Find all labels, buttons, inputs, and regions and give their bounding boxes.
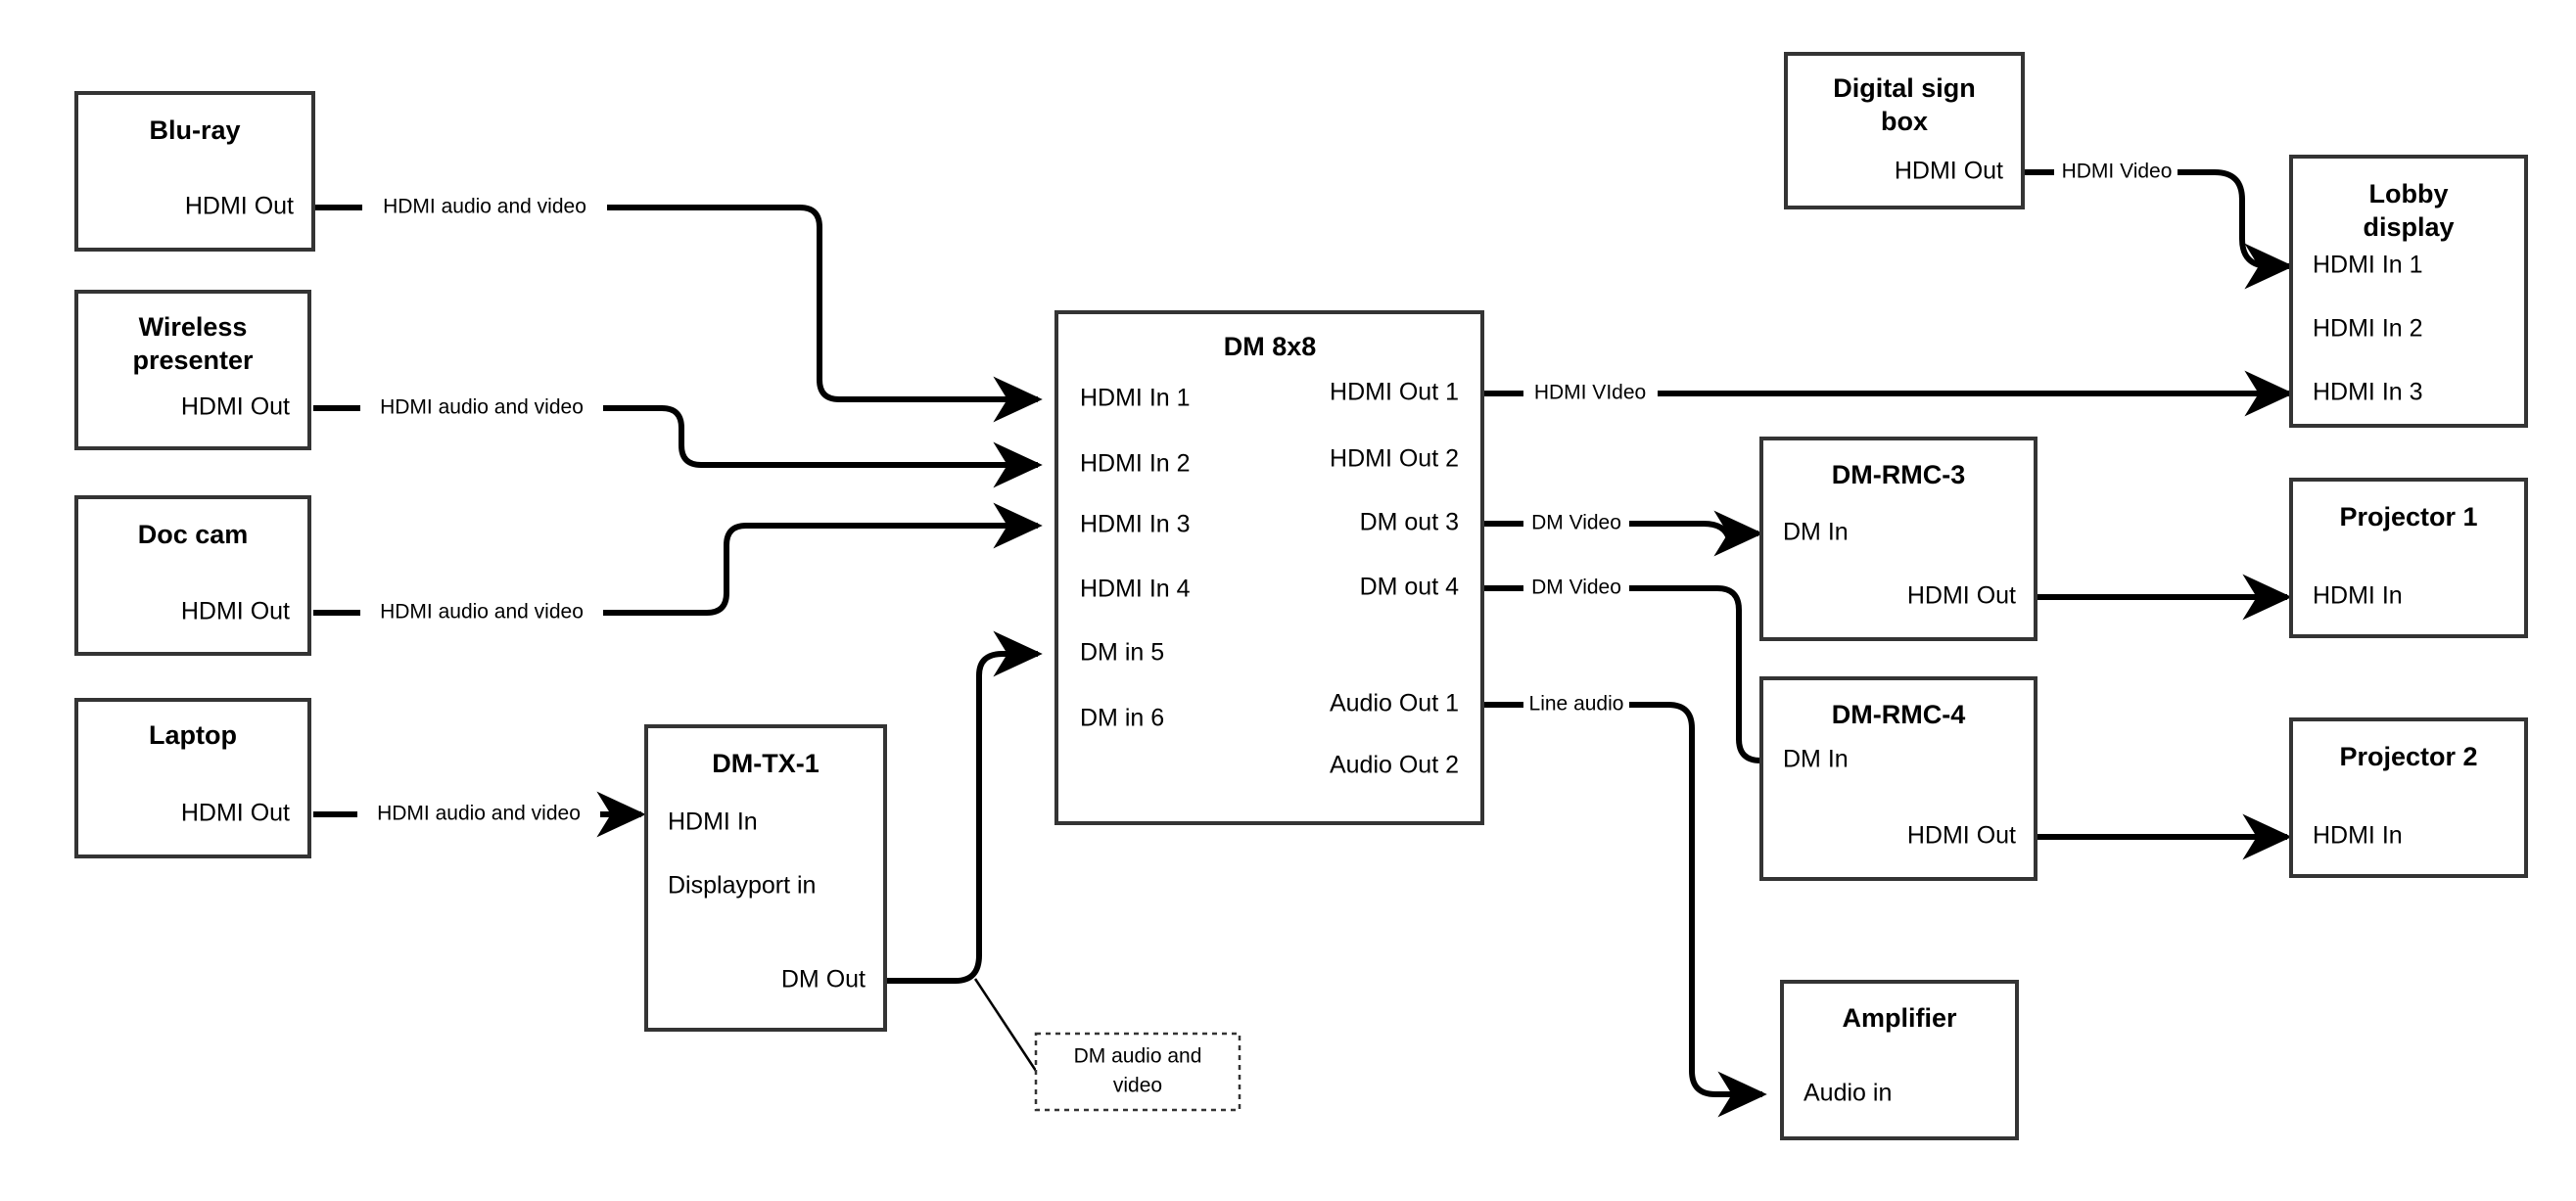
node-laptop-title: Laptop (149, 720, 237, 750)
node-bluray-title: Blu-ray (149, 115, 240, 145)
node-wireless-presenter-title-line1: Wireless (139, 312, 248, 342)
node-amplifier[interactable]: Amplifier Audio in (1780, 980, 2019, 1140)
node-dm-rmc-3[interactable]: DM-RMC-3 DM In HDMI Out (1759, 437, 2037, 641)
node-lobby-display-input-hdmi-in-1: HDMI In 1 (2313, 252, 2423, 279)
node-doc-cam-title: Doc cam (138, 520, 249, 549)
node-lobby-display-box[interactable] (2289, 155, 2528, 428)
node-dm-rmc-3-port-hdmi-out: HDMI Out (1907, 582, 2016, 610)
node-laptop[interactable]: Laptop HDMI Out (74, 698, 311, 858)
edge-dm8x8-dmout3-to-rmc3: DM Video (1482, 510, 1763, 557)
note-leader-line (973, 978, 1038, 1072)
node-doc-cam-port-hdmi-out: HDMI Out (181, 598, 290, 625)
edge-label-dm-video-4: DM Video (1531, 577, 1621, 599)
node-lobby-display-title-line2: display (2363, 212, 2454, 242)
node-wireless-presenter-box[interactable] (74, 290, 311, 450)
node-dm-rmc-4[interactable]: DM-RMC-4 DM In HDMI Out (1759, 676, 2037, 881)
node-projector-1-port-hdmi-in: HDMI In (2313, 582, 2403, 610)
node-bluray-box[interactable] (74, 91, 315, 252)
node-bluray[interactable]: Blu-ray HDMI Out (74, 91, 315, 252)
node-lobby-display-input-hdmi-in-2: HDMI In 2 (2313, 315, 2423, 343)
node-amplifier-title: Amplifier (1842, 1003, 1957, 1033)
node-dm-8x8-output-hdmi-out-1: HDMI Out 1 (1330, 379, 1459, 406)
edge-label-laptop: HDMI audio and video (377, 803, 581, 825)
node-amplifier-box[interactable] (1780, 980, 2019, 1140)
node-dm-rmc-4-port-hdmi-out: HDMI Out (1907, 822, 2016, 850)
edge-label-hdmi-video-sign: HDMI Video (2062, 161, 2173, 183)
node-digital-sign-box-title-line2: box (1881, 107, 1928, 136)
note-dm-audio-and-video-box (1034, 1032, 1241, 1112)
node-dm-rmc-4-title: DM-RMC-4 (1832, 700, 1965, 729)
edge-label-hdmi-video-out1: HDMI VIdeo (1534, 382, 1646, 404)
node-digital-sign-box-title-line1: Digital sign (1833, 73, 1976, 103)
node-dm-tx-1-port-dm-out: DM Out (781, 966, 866, 993)
node-dm-tx-1-port-hdmi-in: HDMI In (668, 808, 758, 836)
node-projector-2[interactable]: Projector 2 HDMI In (2289, 717, 2528, 878)
note-dm-audio-and-video-line2: video (1113, 1075, 1162, 1097)
node-dm-8x8-input-hdmi-in-3: HDMI In 3 (1080, 511, 1191, 538)
edge-dmtx1-to-dm8x8 (885, 630, 1043, 1072)
node-projector-2-port-hdmi-in: HDMI In (2313, 822, 2403, 850)
node-projector-1-title: Projector 1 (2339, 502, 2477, 531)
edge-label-doccam: HDMI audio and video (380, 601, 584, 624)
node-dm-tx-1-title: DM-TX-1 (712, 749, 820, 778)
edge-wireless-to-dm8x8: HDMI audio and video (313, 396, 1043, 488)
node-dm-rmc-4-port-dm-in: DM In (1783, 746, 1849, 773)
node-dm-8x8-input-hdmi-in-2: HDMI In 2 (1080, 450, 1191, 478)
edge-label-dm-video-3: DM Video (1531, 512, 1621, 534)
node-amplifier-port-audio-in: Audio in (1803, 1080, 1892, 1107)
edge-label-wireless: HDMI audio and video (380, 396, 584, 419)
node-laptop-port-hdmi-out: HDMI Out (181, 800, 290, 827)
note-dm-audio-and-video: DM audio and video (1034, 1032, 1241, 1112)
edge-bluray-to-dm8x8: HDMI audio and video (313, 196, 1043, 423)
node-dm-8x8-input-dm-in-6: DM in 6 (1080, 705, 1164, 732)
edge-dm8x8-audioout1-to-amplifier: Line audio (1482, 693, 1767, 1118)
node-dm-8x8-box[interactable] (1054, 310, 1484, 825)
node-wireless-presenter-port-hdmi-out: HDMI Out (181, 393, 290, 421)
node-dm-rmc-3-title: DM-RMC-3 (1832, 460, 1965, 489)
edge-dm8x8-dmout4-to-rmc4: DM Video (1482, 577, 1803, 784)
node-dm-8x8-input-hdmi-in-4: HDMI In 4 (1080, 576, 1191, 603)
node-projector-1-box[interactable] (2289, 478, 2528, 638)
node-lobby-display-title-line1: Lobby (2369, 179, 2449, 208)
edge-digitalsign-to-lobby: HDMI Video (2023, 161, 2294, 290)
node-dm-tx-1-port-displayport-in: Displayport in (668, 872, 816, 900)
node-lobby-display-input-hdmi-in-3: HDMI In 3 (2313, 379, 2423, 406)
edge-label-line-audio: Line audio (1529, 693, 1624, 716)
edge-doccam-to-dm8x8: HDMI audio and video (313, 502, 1043, 624)
node-digital-sign-box[interactable]: Digital sign box HDMI Out (1784, 52, 2025, 209)
node-dm-8x8-output-dm-out-3: DM out 3 (1360, 509, 1459, 536)
node-digital-sign-box-port-hdmi-out: HDMI Out (1895, 158, 2003, 185)
node-dm-8x8-output-audio-out-1: Audio Out 1 (1330, 690, 1459, 717)
node-digital-sign-box-box[interactable] (1784, 52, 2025, 209)
node-dm-tx-1[interactable]: DM-TX-1 HDMI In Displayport in DM Out (644, 724, 887, 1032)
node-dm-8x8-input-hdmi-in-1: HDMI In 1 (1080, 385, 1191, 412)
node-dm-8x8[interactable]: DM 8x8 HDMI In 1 HDMI In 2 HDMI In 3 HDM… (1054, 310, 1484, 825)
node-wireless-presenter[interactable]: Wireless presenter HDMI Out (74, 290, 311, 450)
edge-label-bluray: HDMI audio and video (383, 196, 586, 218)
node-lobby-display[interactable]: Lobby display HDMI In 1 HDMI In 2 HDMI I… (2289, 155, 2528, 428)
node-dm-8x8-output-hdmi-out-2: HDMI Out 2 (1330, 445, 1459, 473)
node-projector-2-title: Projector 2 (2339, 742, 2477, 771)
node-doc-cam[interactable]: Doc cam HDMI Out (74, 495, 311, 656)
node-dm-rmc-4-box[interactable] (1759, 676, 2037, 881)
node-dm-8x8-output-audio-out-2: Audio Out 2 (1330, 752, 1459, 779)
node-dm-rmc-3-port-dm-in: DM In (1783, 519, 1849, 546)
edge-dm8x8-hdmiout1-to-lobby: HDMI VIdeo (1482, 370, 2294, 417)
node-projector-2-box[interactable] (2289, 717, 2528, 878)
node-dm-8x8-title: DM 8x8 (1224, 332, 1317, 361)
node-bluray-port-hdmi-out: HDMI Out (185, 193, 294, 220)
note-dm-audio-and-video-line1: DM audio and (1074, 1045, 1202, 1068)
node-laptop-box[interactable] (74, 698, 311, 858)
node-wireless-presenter-title-line2: presenter (132, 346, 254, 375)
node-projector-1[interactable]: Projector 1 HDMI In (2289, 478, 2528, 638)
node-doc-cam-box[interactable] (74, 495, 311, 656)
edge-laptop-to-dmtx1: HDMI audio and video (313, 791, 646, 838)
node-dm-tx-1-box[interactable] (644, 724, 887, 1032)
node-dm-8x8-input-dm-in-5: DM in 5 (1080, 639, 1164, 667)
node-dm-rmc-3-box[interactable] (1759, 437, 2037, 641)
node-dm-8x8-output-dm-out-4: DM out 4 (1360, 574, 1460, 601)
